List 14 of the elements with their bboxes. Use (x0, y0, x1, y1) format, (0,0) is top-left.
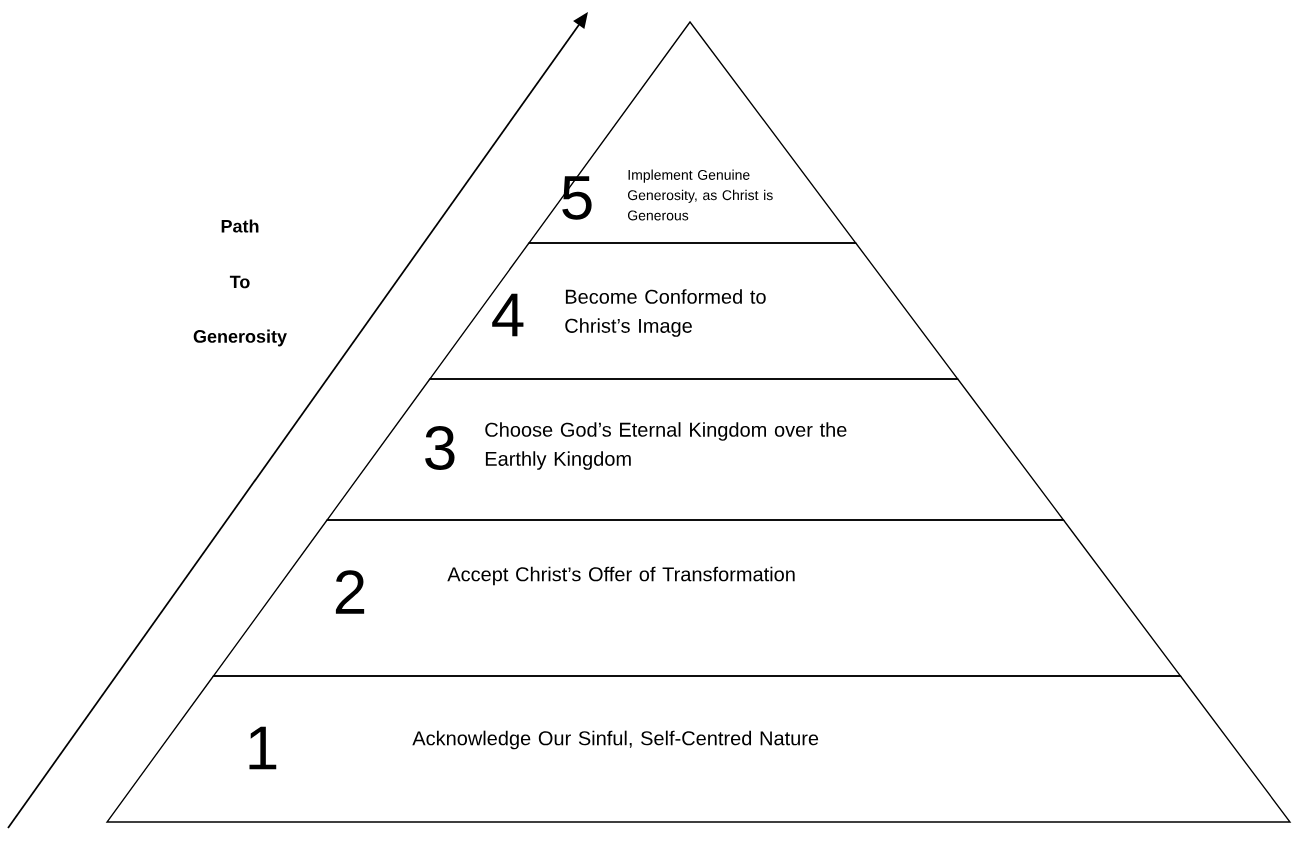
path-label: To (229, 275, 250, 289)
tier-number: 4 (492, 293, 524, 337)
path-label: Path (221, 219, 259, 233)
tier-number: 3 (425, 426, 455, 470)
tier-text: Become Conformed to Christ’s Image (565, 289, 766, 337)
tier-text: Accept Christ’s Offer of Transformation (447, 566, 795, 586)
tier-number: 5 (562, 176, 592, 220)
tier-text: Choose God’s Eternal Kingdom over the Earthly Kingdom (485, 422, 847, 470)
tier-text: Implement Genuine Generosity, as Christ is Generous (628, 169, 773, 221)
tier-number: 2 (335, 570, 365, 614)
pyramid-tier (212, 519, 1182, 677)
tier-text: Acknowledge Our Sinful, Self-Centred Nature (412, 730, 819, 750)
path-label: Generosity (193, 329, 287, 347)
tier-number: 1 (249, 726, 277, 770)
